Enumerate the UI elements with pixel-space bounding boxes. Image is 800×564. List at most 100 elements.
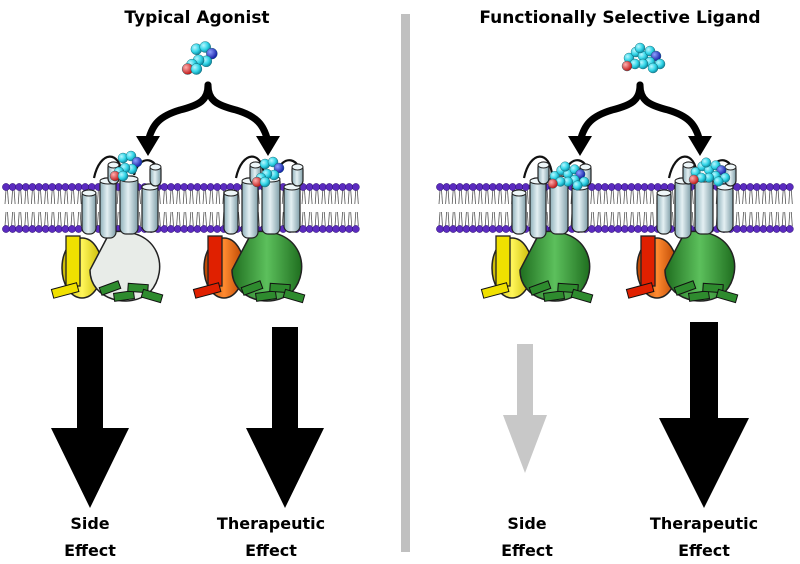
lipid-head [305,225,314,233]
lipid-head [68,225,76,233]
lipid-head [2,183,10,191]
atom [713,176,724,187]
lipid-head [338,225,347,233]
label-line: Effect [64,541,116,560]
lipid-head [594,225,603,233]
lipid-head [614,225,623,233]
lipid-head [766,183,774,191]
label-line: Therapeutic [216,514,326,533]
helix-cylinder [119,175,139,235]
atom [259,176,271,188]
lipid-head [15,225,24,233]
lipid-head [200,183,208,191]
ligand-molecule [251,156,285,188]
lipid-head [318,183,327,191]
lipid-head [462,225,471,233]
atom [688,174,699,185]
g-protein-helix [495,235,511,287]
lipid-head [640,183,649,191]
lipid-head [180,183,189,191]
g-protein-gamma [140,288,164,304]
lipid-head [206,225,215,233]
label-therapeutic-effect-right: Therapeutic Effect [629,510,779,564]
lipid-head [351,183,360,191]
lipid-head [318,225,327,233]
lipid-head [627,225,636,233]
lipid-head [305,183,314,191]
g-protein-gamma [687,290,711,302]
lipid-head [312,225,321,233]
helix-cylinder [529,177,547,239]
lipid-head [521,183,530,191]
lipid-head [436,225,444,233]
lipid-head [594,183,603,191]
atom [621,60,633,72]
g-protein-gamma [528,280,552,296]
helix-cylinder [656,189,672,235]
lipid-head [35,183,43,191]
side-effect-arrow-left [51,327,129,508]
g-protein-helix [625,282,655,299]
side-effect-arrow-right [503,344,547,473]
lipid-head [332,225,340,233]
g-protein-helix [480,282,510,299]
lipid-head [28,225,37,233]
lipid-head [455,183,464,191]
lipid-head [186,183,195,191]
lipid-head [21,183,30,191]
lipid-head [779,225,788,233]
lipid-head [442,225,451,233]
helix-cylinder [283,183,301,233]
arrowhead-right-a [568,136,592,156]
split-arrow-right [576,81,704,146]
lipid-head [759,183,768,191]
lipid-head [667,183,675,191]
atom [572,180,583,191]
atom [190,63,203,75]
panel-divider [401,14,410,552]
lipid-head [488,183,497,191]
lipid-head [213,225,222,233]
atom [634,42,646,54]
lipid-head [653,183,662,191]
lipid-head [495,183,504,191]
lipid-head [462,183,471,191]
lipid-head [508,183,517,191]
lipid-head [475,225,484,233]
lipid-head [772,225,781,233]
lipid-head [345,183,354,191]
g-protein-gamma [715,288,739,304]
ligand-molecule [181,41,218,75]
lipid-head [785,225,794,233]
lipid-head [759,225,768,233]
lipid-head [48,183,57,191]
lipid-head [442,183,451,191]
lipid-head [15,183,24,191]
lipid-head [739,183,748,191]
g-protein-gamma [98,280,122,296]
g-protein-helix [65,235,81,287]
lipid-head [752,183,761,191]
atom [647,62,659,74]
lipid-head [634,183,642,191]
lipid-head [54,225,63,233]
label-line: Side [507,514,547,533]
lipid-head [587,225,596,233]
lipid-head [41,183,50,191]
label-therapeutic-effect-left: Therapeutic Effect [196,510,346,564]
lipid-head [61,225,70,233]
lipid-head [436,183,444,191]
lipid-head [482,225,491,233]
lipid-head [160,225,169,233]
atom [547,178,558,189]
lipid-head [488,225,497,233]
lipid-head [752,225,761,233]
lipid-head [41,225,50,233]
lipid-head [338,183,347,191]
label-side-effect-right: Side Effect [452,510,602,564]
helix-cylinder [716,183,734,233]
lipid-head [206,183,215,191]
helix-cylinder [141,183,159,233]
lipid-head [167,183,175,191]
